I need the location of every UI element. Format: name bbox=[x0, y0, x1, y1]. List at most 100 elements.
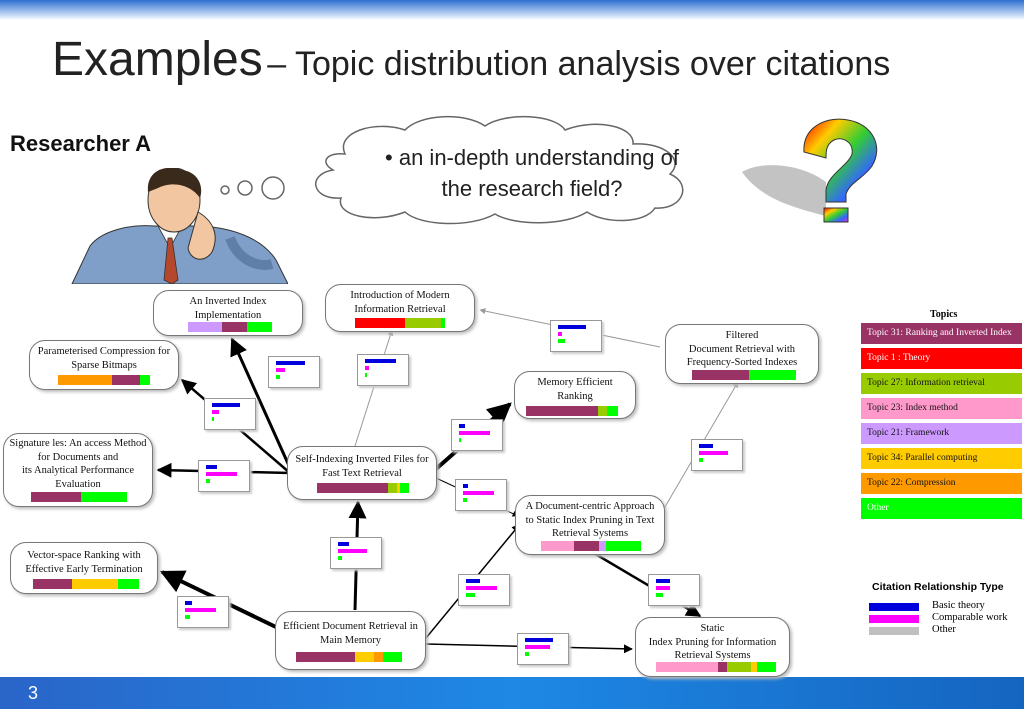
relation-bar-other bbox=[212, 417, 214, 421]
topic-segment-t31 bbox=[31, 492, 81, 502]
citation-box[interactable] bbox=[177, 596, 229, 628]
relation-bar-basic bbox=[276, 361, 305, 365]
citation-box[interactable] bbox=[268, 356, 320, 388]
topic-legend-item: Topic 21: Framework bbox=[861, 423, 1022, 444]
relation-bar-other bbox=[459, 438, 461, 442]
relationship-label: Other bbox=[932, 624, 956, 635]
topic-segment-other bbox=[139, 375, 150, 385]
paper-label: Signature les: An access Method for Docu… bbox=[9, 438, 147, 490]
paper-node-efficient-main-memory[interactable]: Efficient Document Retrieval in Main Mem… bbox=[275, 611, 426, 670]
citation-box[interactable] bbox=[198, 460, 250, 492]
topic-bar bbox=[296, 652, 402, 662]
relation-bar-comparable bbox=[212, 410, 220, 414]
relation-bar-other bbox=[338, 556, 342, 560]
topic-bar bbox=[526, 406, 618, 416]
relation-bar-other bbox=[466, 593, 475, 597]
relation-bar-comparable bbox=[558, 332, 563, 336]
paper-label: Introduction of Modern Information Retri… bbox=[350, 290, 450, 315]
topic-segment-t34 bbox=[750, 662, 757, 672]
relation-bar-comparable bbox=[206, 472, 237, 476]
relation-bar-basic bbox=[185, 601, 193, 605]
paper-node-signature-files[interactable]: Signature les: An access Method for Docu… bbox=[3, 433, 153, 507]
topic-legend-item: Topic 23: Index method bbox=[861, 398, 1022, 419]
topic-segment-other bbox=[606, 406, 618, 416]
topic-segment-other bbox=[382, 652, 402, 662]
relation-bar-basic bbox=[558, 325, 587, 329]
paper-label: Self-Indexing Inverted Files for Fast Te… bbox=[295, 454, 429, 479]
topic-segment-t21 bbox=[599, 541, 606, 551]
relation-bar-basic bbox=[206, 465, 217, 469]
paper-node-inverted-index-impl[interactable]: An Inverted Index Implementation bbox=[153, 290, 303, 336]
relationship-swatch bbox=[869, 615, 919, 623]
paper-node-filtered-retrieval[interactable]: Filtered Document Retrieval with Frequen… bbox=[665, 324, 819, 384]
paper-label: Parameterised Compression for Sparse Bit… bbox=[37, 346, 171, 371]
topic-bar bbox=[58, 375, 150, 385]
topic-segment-t31 bbox=[526, 406, 598, 416]
relation-bar-comparable bbox=[466, 586, 497, 590]
topic-bar bbox=[656, 662, 776, 672]
citation-box[interactable] bbox=[517, 633, 569, 665]
topic-segment-other bbox=[749, 370, 796, 380]
topic-legend-item: Topic 27: Information retrieval bbox=[861, 373, 1022, 394]
citation-box[interactable] bbox=[458, 574, 510, 606]
relation-bar-other bbox=[558, 339, 566, 343]
paper-node-memory-efficient-ranking[interactable]: Memory Efficient Ranking bbox=[514, 371, 636, 419]
citation-box[interactable] bbox=[357, 354, 409, 386]
relationship-swatch bbox=[869, 627, 919, 635]
topic-bar bbox=[355, 318, 445, 328]
relation-bar-other bbox=[463, 498, 467, 502]
relation-bar-other bbox=[699, 458, 703, 462]
citation-box[interactable] bbox=[330, 537, 382, 569]
relationship-legend-title: Citation Relationship Type bbox=[872, 581, 1004, 593]
relationship-label: Comparable work bbox=[932, 612, 1008, 623]
relationship-label: Basic theory bbox=[932, 600, 985, 611]
topic-segment-other bbox=[756, 662, 776, 672]
page-number: 3 bbox=[28, 683, 39, 703]
citation-box[interactable] bbox=[204, 398, 256, 430]
relation-bar-other bbox=[656, 593, 664, 597]
paper-node-self-indexing[interactable]: Self-Indexing Inverted Files for Fast Te… bbox=[287, 446, 437, 500]
paper-node-document-centric[interactable]: A Document-centric Approach to Static In… bbox=[515, 495, 665, 555]
edge bbox=[354, 329, 394, 447]
paper-label: A Document-centric Approach to Static In… bbox=[525, 501, 655, 539]
relation-bar-other bbox=[276, 375, 280, 379]
relation-bar-basic bbox=[466, 579, 481, 583]
topic-segment-t27 bbox=[387, 483, 398, 493]
citation-box[interactable] bbox=[455, 479, 507, 511]
paper-node-static-pruning[interactable]: Static Index Pruning for Information Ret… bbox=[635, 617, 790, 677]
topic-segment-t34 bbox=[397, 483, 400, 493]
topic-segment-t27 bbox=[597, 406, 607, 416]
paper-label: Memory Efficient Ranking bbox=[537, 377, 613, 402]
topic-legend-item: Topic 1 : Theory bbox=[861, 348, 1022, 369]
relation-bar-comparable bbox=[656, 586, 671, 590]
relation-bar-basic bbox=[699, 444, 714, 448]
citation-box[interactable] bbox=[451, 419, 503, 451]
topic-segment-t31 bbox=[317, 483, 388, 493]
relationship-swatch bbox=[869, 603, 919, 611]
topic-segment-t34 bbox=[355, 652, 375, 662]
topic-bar bbox=[692, 370, 796, 380]
paper-node-vector-space[interactable]: Vector-space Ranking with Effective Earl… bbox=[10, 542, 158, 594]
top-banner bbox=[0, 0, 1024, 20]
topic-segment-t27 bbox=[404, 318, 441, 328]
citation-box[interactable] bbox=[550, 320, 602, 352]
topic-segment-t31 bbox=[574, 541, 599, 551]
citation-box[interactable] bbox=[648, 574, 700, 606]
topic-segment-t34 bbox=[72, 579, 118, 589]
citation-box[interactable] bbox=[691, 439, 743, 471]
topic-segment-t21 bbox=[188, 322, 222, 332]
paper-node-intro-modern-ir[interactable]: Introduction of Modern Information Retri… bbox=[325, 284, 475, 332]
question-mark-icon bbox=[742, 118, 878, 223]
topic-segment-t31 bbox=[33, 579, 73, 589]
paper-node-parameterised-compression[interactable]: Parameterised Compression for Sparse Bit… bbox=[29, 340, 179, 390]
paper-label: Vector-space Ranking with Effective Earl… bbox=[25, 550, 143, 575]
edge bbox=[230, 337, 292, 469]
topic-bar bbox=[541, 541, 641, 551]
thought-text: • an in-depth understanding of the resea… bbox=[385, 145, 679, 201]
topic-legend-item: Topic 22: Compression bbox=[861, 473, 1022, 494]
topic-legend-item: Other bbox=[861, 498, 1022, 519]
relation-bar-other bbox=[206, 479, 210, 483]
topic-segment-other bbox=[117, 579, 139, 589]
topic-segment-other bbox=[246, 322, 272, 332]
relation-bar-basic bbox=[525, 638, 554, 642]
